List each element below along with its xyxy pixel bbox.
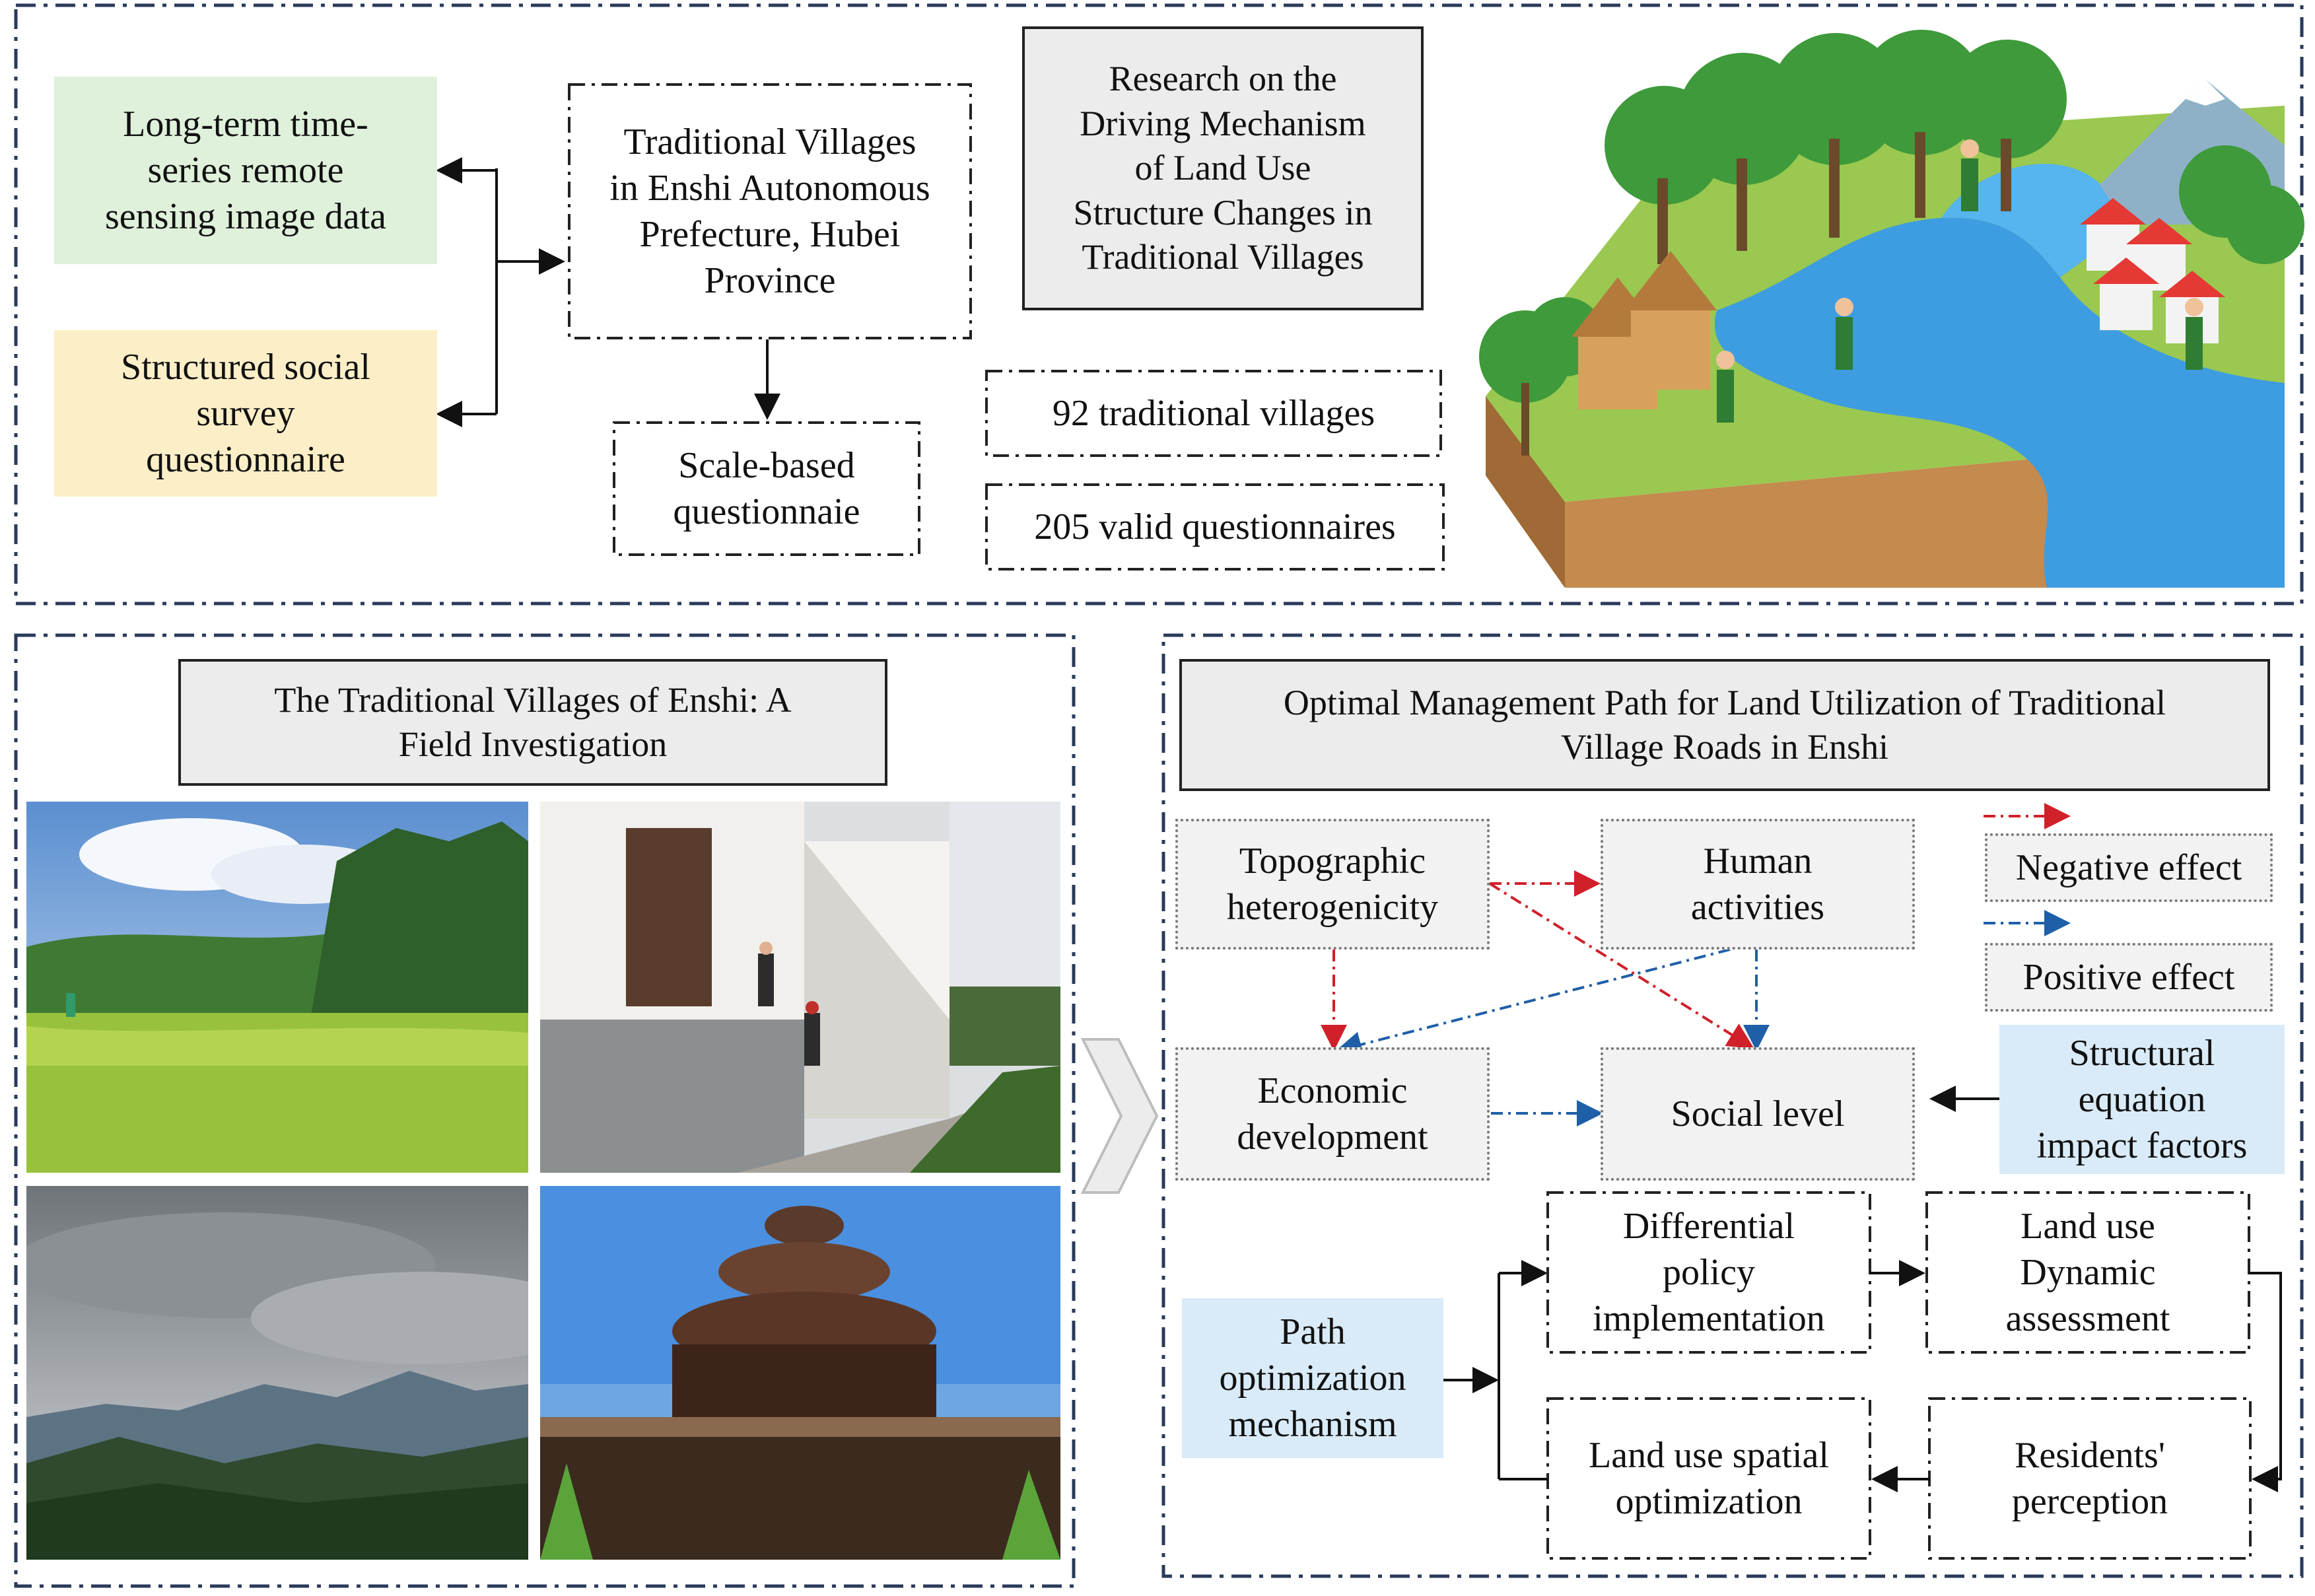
photo-rice-field <box>26 802 528 1173</box>
human-activities-label: Human activities <box>1690 841 1825 928</box>
topographic-box: Topographic heterogenicity <box>1175 819 1490 950</box>
villages-enshi-label: Traditional Villages in Enshi Autonomous… <box>609 121 930 301</box>
sem-factors-label: Structural equation impact factors <box>2036 1033 2248 1166</box>
villages-enshi-box: Traditional Villages in Enshi Autonomous… <box>569 85 971 338</box>
legend-negative-box: Negative effect <box>1985 833 2273 902</box>
scale-questionnaire-box: Scale-based questionnaie <box>614 423 919 555</box>
social-level-label: Social level <box>1671 1093 1845 1134</box>
research-title-label: Research on the Driving Mechanism of Lan… <box>1073 59 1373 277</box>
management-path-title: Optimal Management Path for Land Utiliza… <box>1283 682 2166 767</box>
top-section-frame <box>14 3 2304 606</box>
dynamic-assessment-box: Land use Dynamic assessment <box>1927 1193 2249 1352</box>
residents-perception-label: Residents' perception <box>2011 1435 2168 1522</box>
photo-drum-tower <box>540 1186 1060 1560</box>
left-section-frame <box>14 633 1076 1588</box>
spatial-optimization-box: Land use spatial optimization <box>1548 1399 1870 1558</box>
photo-village-street <box>540 802 1060 1173</box>
remote-sensing-label: Long-term time- series remote sensing im… <box>104 104 387 237</box>
villages-count-label: 92 traditional villages <box>1052 393 1375 434</box>
legend-positive-label: Positive effect <box>2022 957 2235 998</box>
dynamic-assessment-label: Land use Dynamic assessment <box>2005 1206 2170 1339</box>
legend-positive-box: Positive effect <box>1985 943 2273 1012</box>
count-box-frame <box>985 370 1442 457</box>
scale-box-frame <box>613 421 920 556</box>
villages-box-frame <box>568 83 972 339</box>
management-path-title-box: Optimal Management Path for Land Utiliza… <box>1179 659 2270 791</box>
quest-box-frame <box>985 483 1445 571</box>
topographic-label: Topographic heterogenicity <box>1226 841 1439 928</box>
right-section-frame <box>1161 633 2304 1578</box>
field-investigation-title: The Traditional Villages of Enshi: A Fie… <box>274 679 792 765</box>
social-level-box: Social level <box>1601 1047 1915 1181</box>
questionnaires-count-box: 205 valid questionnaires <box>986 485 1443 569</box>
chevron-right-icon <box>1080 1038 1159 1194</box>
legend-negative-label: Negative effect <box>2015 847 2242 888</box>
residents-perception-box: Residents' perception <box>1929 1399 2250 1558</box>
differential-policy-box: Differential policy implementation <box>1548 1193 1870 1352</box>
scale-questionnaire-label: Scale-based questionnaie <box>673 445 860 532</box>
village-illustration <box>1479 30 2304 588</box>
human-activities-box: Human activities <box>1601 819 1915 950</box>
social-survey-label: Structured social survey questionnaire <box>121 347 370 480</box>
field-investigation-title-box: The Traditional Villages of Enshi: A Fie… <box>178 659 887 786</box>
path-mechanism-box: Path optimization mechanism <box>1182 1298 1443 1458</box>
sem-factors-box: Structural equation impact factors <box>1999 1025 2285 1174</box>
questionnaires-count-label: 205 valid questionnaires <box>1034 506 1396 547</box>
economic-box: Economic development <box>1175 1047 1490 1181</box>
research-title-box: Research on the Driving Mechanism of Lan… <box>1022 26 1424 310</box>
spatial-optimization-label: Land use spatial optimization <box>1589 1435 1829 1522</box>
villages-count-box: 92 traditional villages <box>986 371 1441 456</box>
path-mechanism-label: Path optimization mechanism <box>1219 1311 1406 1445</box>
photo-mountains <box>26 1186 528 1560</box>
economic-label: Economic development <box>1237 1070 1428 1158</box>
remote-sensing-box: Long-term time- series remote sensing im… <box>54 77 437 264</box>
social-survey-box: Structured social survey questionnaire <box>54 330 437 497</box>
differential-policy-label: Differential policy implementation <box>1593 1206 1825 1339</box>
